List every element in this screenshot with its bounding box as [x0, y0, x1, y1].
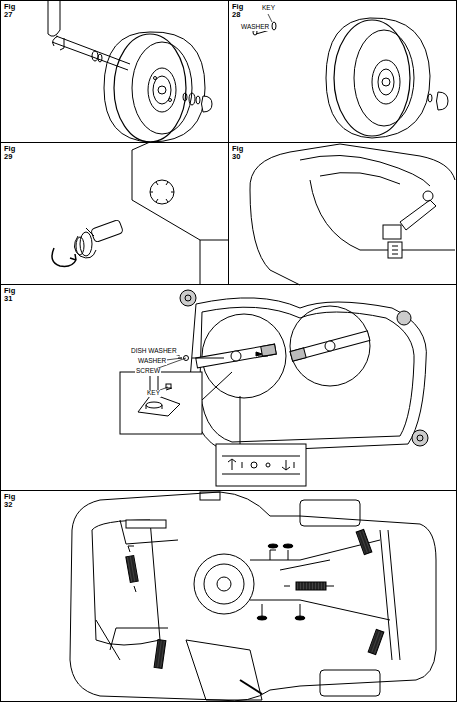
figure-panel: Fig 32	[0, 490, 457, 702]
figure-number: Fig 27	[4, 3, 18, 19]
leader-line	[150, 14, 272, 390]
figure-panel: Fig 29	[0, 142, 229, 285]
filter-fig29	[52, 142, 228, 285]
part-label: SCREW	[135, 368, 161, 375]
mower-body-fig30	[250, 144, 455, 285]
part-label: WASHER	[137, 358, 167, 365]
part-label: DISH WASHER	[130, 348, 178, 355]
wheel-axle-fig27	[48, 0, 212, 142]
figure-number: Fig 31	[4, 287, 18, 303]
mower-deck-fig31	[120, 290, 428, 486]
figure-number: Fig 32	[4, 493, 18, 509]
figure-panel: Fig 27	[0, 0, 229, 143]
figure-panel: Fig 28	[228, 0, 457, 143]
wheel-key-fig28	[253, 18, 448, 138]
tractor-fig32	[70, 492, 436, 701]
part-label: KEY	[146, 390, 161, 397]
figure-panel: Fig 30	[228, 142, 457, 285]
part-label: WASHER	[240, 24, 270, 31]
figure-panel: Fig 31	[0, 284, 457, 491]
figure-number: Fig 30	[232, 145, 246, 161]
part-label: KEY	[261, 5, 276, 12]
figure-number: Fig 28	[232, 3, 246, 19]
figure-number: Fig 29	[4, 145, 18, 161]
